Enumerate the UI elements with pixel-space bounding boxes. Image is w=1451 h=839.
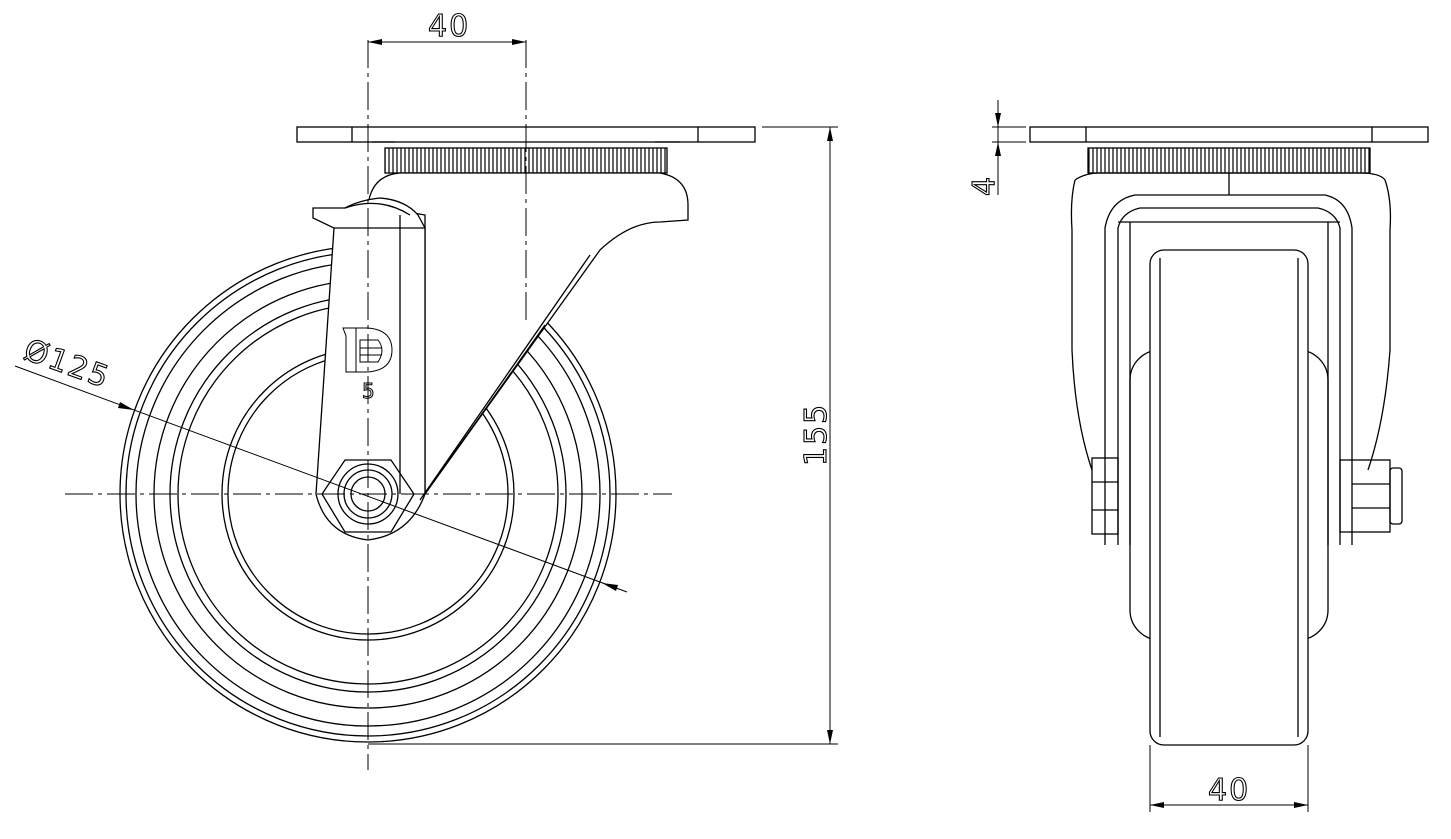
swivel-fork (312, 172, 689, 541)
dimension-offset: 40 (368, 8, 526, 45)
side-tyre (1149, 249, 1309, 746)
svg-text:4: 4 (967, 175, 1002, 196)
svg-text:Ø125: Ø125 (19, 333, 114, 396)
side-top-plate (1029, 126, 1429, 143)
side-view: 4 40 (966, 100, 1429, 812)
svg-text:40: 40 (428, 9, 470, 44)
dimension-plate-thickness: 4 (966, 100, 1026, 197)
dimension-wheel-width: 40 (1149, 745, 1309, 812)
svg-text:40: 40 (1208, 773, 1250, 808)
front-view: 5 40 155 Ø125 (14, 8, 838, 770)
dimension-height: 155 (368, 126, 838, 745)
side-bearing-ring (1087, 147, 1371, 174)
svg-text:155: 155 (799, 403, 834, 466)
side-fork (1070, 179, 1392, 471)
side-axle-nut (1091, 457, 1119, 535)
